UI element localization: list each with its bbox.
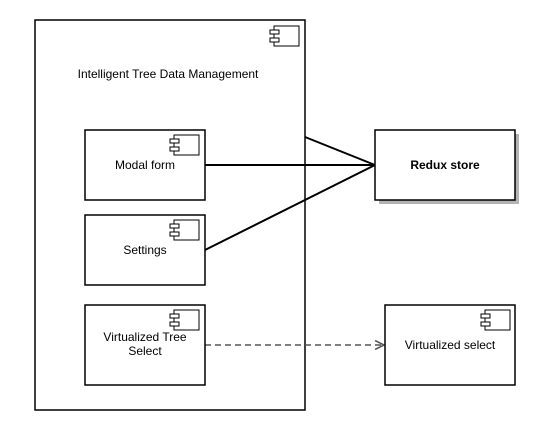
component-icon [480,309,511,331]
modal-form-label: Modal form [115,158,175,172]
virtualized-tree-select-label-line2: Select [128,344,162,358]
component-icon [169,219,200,241]
component-icon [169,134,200,156]
virtualized-tree-select-component[interactable]: Virtualized Tree Select [84,304,206,386]
modal-form-component[interactable]: Modal form [84,129,206,201]
virtualized-select-component[interactable]: Virtualized select [384,304,516,386]
virtualized-tree-select-label-line1: Virtualized Tree [103,330,186,344]
component-icon [269,25,300,47]
connector-container-redux [304,136,376,166]
virtualized-select-label: Virtualized select [405,338,496,352]
redux-store-label: Redux store [410,158,480,172]
component-icon [169,309,200,331]
connectors [204,136,384,345]
redux-store-component[interactable]: Redux store [374,129,519,204]
container-title: Intelligent Tree Data Management [78,67,259,81]
settings-label: Settings [123,243,166,257]
connector-settings-redux [204,164,376,251]
settings-component[interactable]: Settings [84,214,206,286]
